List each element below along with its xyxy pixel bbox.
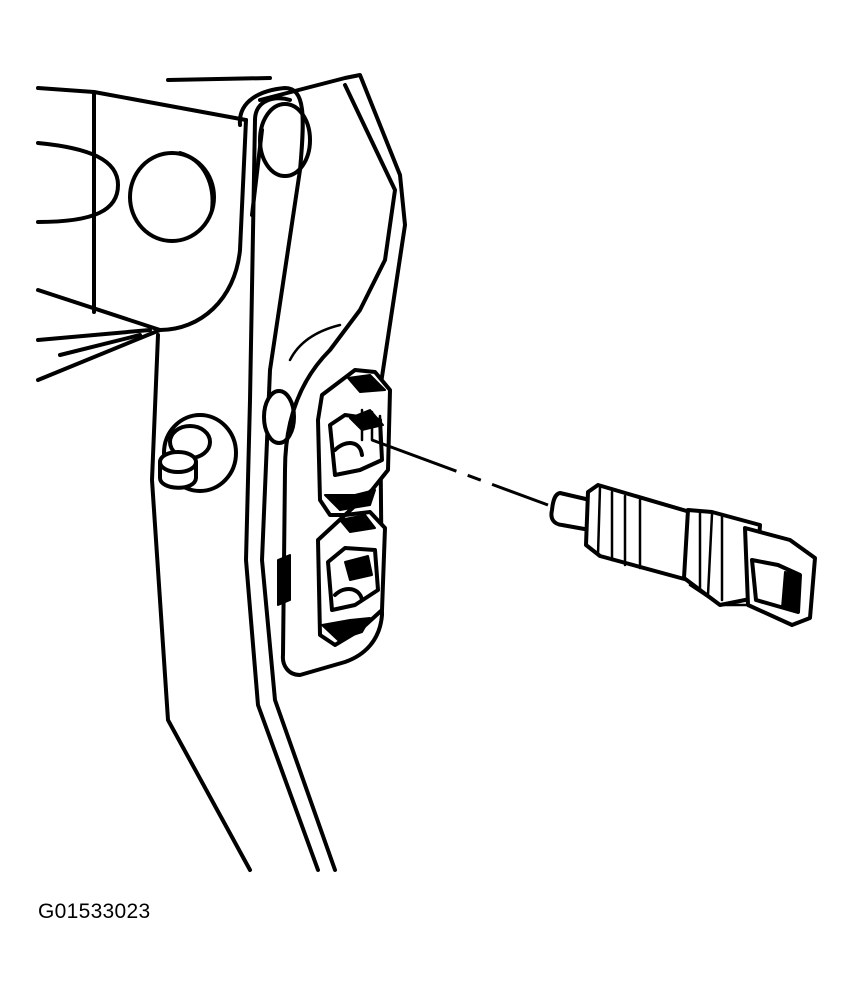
switch-bracket: [258, 73, 407, 677]
pedal-pivot-bolt: [128, 102, 312, 243]
stoplamp-switch: [549, 483, 817, 627]
mounting-bracket: [36, 76, 272, 382]
installation-guide-line: [371, 438, 549, 507]
pedal-stop-stud: [158, 413, 238, 493]
figure-code: G01533023: [38, 900, 151, 923]
upper-switch-retainer: [316, 368, 392, 517]
pedal-rivet: [262, 389, 296, 445]
lower-switch-retainer: [277, 510, 387, 647]
